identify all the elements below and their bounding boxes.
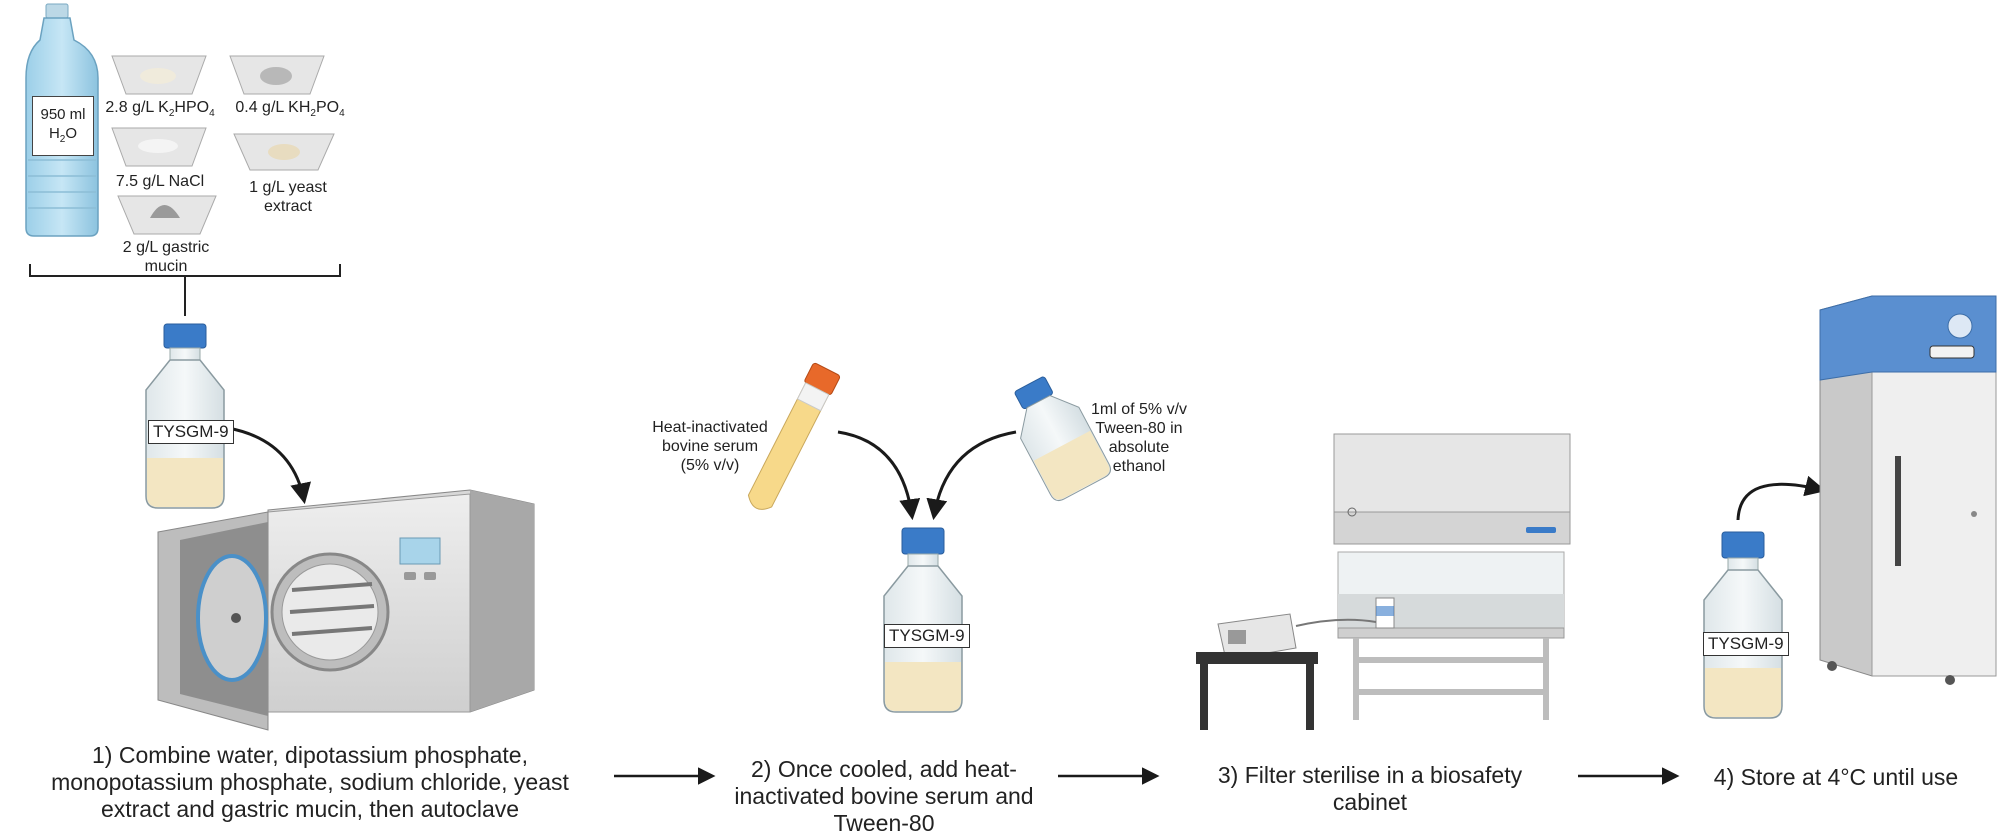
nacl-label: 7.5 g/L NaCl	[115, 173, 205, 190]
arrow-serum-to-bottle	[837, 430, 921, 521]
media-bottle-1	[145, 323, 225, 509]
k2hpo4-label: 2.8 g/L K2HPO4	[105, 99, 215, 120]
mucin-label: 2 g/L gastric mucin	[122, 239, 210, 275]
step-4-caption: 4) Store at 4°C until use	[1713, 764, 1959, 790]
weigh-boat-kh2po4	[229, 55, 325, 95]
tween-bottle	[1014, 376, 1112, 502]
stool	[1196, 652, 1318, 730]
water-volume: 950 ml	[40, 106, 86, 123]
water-formula: H2O	[48, 125, 78, 145]
weigh-boat-k2hpo4	[111, 55, 207, 95]
arrow-tween-to-bottle	[926, 430, 1017, 521]
bottle-label-2: TYSGM-9	[884, 624, 970, 648]
serum-tube	[747, 362, 841, 510]
media-bottle-3	[1703, 531, 1783, 719]
water-volume-tag: 950 ml H2O	[32, 96, 94, 156]
bottle-label-1: TYSGM-9	[148, 420, 234, 444]
tween-label: 1ml of 5% v/v Tween-80 in absolute ethan…	[1090, 401, 1188, 475]
refrigerator	[1819, 295, 1997, 685]
weigh-boat-nacl	[111, 127, 207, 167]
grouping-bracket	[29, 264, 341, 316]
kh2po4-label: 0.4 g/L KH2PO4	[235, 99, 345, 120]
biosafety-cabinet	[1333, 433, 1571, 720]
step-2-caption: 2) Once cooled, add heat- inactivated bo…	[734, 756, 1034, 836]
autoclave	[157, 489, 535, 731]
arrow-to-autoclave	[227, 426, 311, 505]
yeast-label: 1 g/L yeast extract	[249, 179, 327, 215]
arrow-to-fridge	[1736, 475, 1827, 521]
weigh-boat-mucin	[117, 195, 217, 235]
bottle-label-3: TYSGM-9	[1703, 632, 1789, 656]
weigh-boat-yeast	[233, 133, 335, 171]
step-3-caption: 3) Filter sterilise in a biosafety cabin…	[1217, 762, 1523, 815]
vacuum-pump	[1217, 613, 1377, 661]
serum-label: Heat-inactivated bovine serum (5% v/v)	[652, 419, 768, 474]
step-1-caption: 1) Combine water, dipotassium phosphate,…	[51, 742, 569, 822]
media-bottle-2	[883, 527, 963, 713]
